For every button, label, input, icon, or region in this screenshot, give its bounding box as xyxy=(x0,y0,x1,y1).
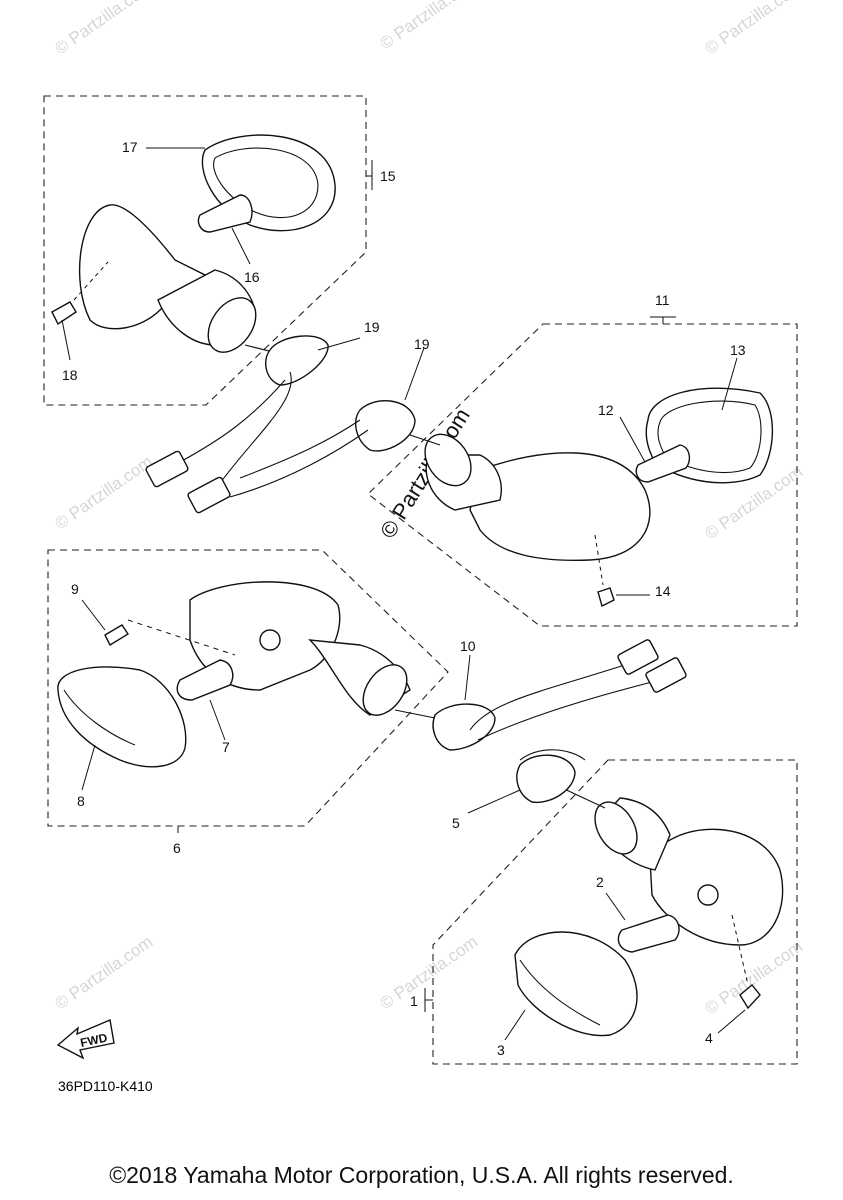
callout-13: 13 xyxy=(730,342,746,358)
assembly-1 xyxy=(424,749,798,1065)
callouts: 17 15 16 11 19 19 13 18 12 9 14 10 7 8 5… xyxy=(62,139,746,1058)
assembly-15 xyxy=(43,95,373,514)
callout-10: 10 xyxy=(460,638,476,654)
callout-4: 4 xyxy=(705,1030,713,1046)
callout-3: 3 xyxy=(497,1042,505,1058)
watermark: © Partzilla.com xyxy=(701,0,806,58)
callout-14: 14 xyxy=(655,583,671,599)
callout-17: 17 xyxy=(122,139,138,155)
callout-11: 11 xyxy=(655,292,670,308)
callout-9: 9 xyxy=(71,581,79,597)
callout-16: 16 xyxy=(244,269,260,285)
callout-7: 7 xyxy=(222,739,230,755)
callout-12: 12 xyxy=(598,402,614,418)
watermark: © Partzilla.com xyxy=(701,937,806,1018)
callout-2: 2 xyxy=(596,874,604,890)
callout-18: 18 xyxy=(62,367,78,383)
watermark: © Partzilla.com xyxy=(51,0,156,58)
callout-6: 6 xyxy=(173,840,181,856)
callout-19a: 19 xyxy=(364,319,380,335)
watermark: © Partzilla.com xyxy=(376,932,481,1013)
callout-15: 15 xyxy=(380,168,396,184)
fwd-arrow-icon: FWD xyxy=(56,1019,115,1060)
copyright-notice: ©2018 Yamaha Motor Corporation, U.S.A. A… xyxy=(109,1162,734,1188)
callout-5: 5 xyxy=(452,815,460,831)
watermark: © Partzilla.com xyxy=(51,932,156,1013)
callout-1: 1 xyxy=(410,993,418,1009)
watermark: © Partzilla.com xyxy=(51,452,156,533)
assembly-6 xyxy=(47,549,687,833)
callout-8: 8 xyxy=(77,793,85,809)
fwd-label: FWD xyxy=(79,1030,109,1049)
callout-19b: 19 xyxy=(414,336,430,352)
diagram-code: 36PD110-K410 xyxy=(58,1078,153,1094)
assembly-11 xyxy=(229,316,798,627)
watermark: © Partzilla.com xyxy=(376,0,481,53)
